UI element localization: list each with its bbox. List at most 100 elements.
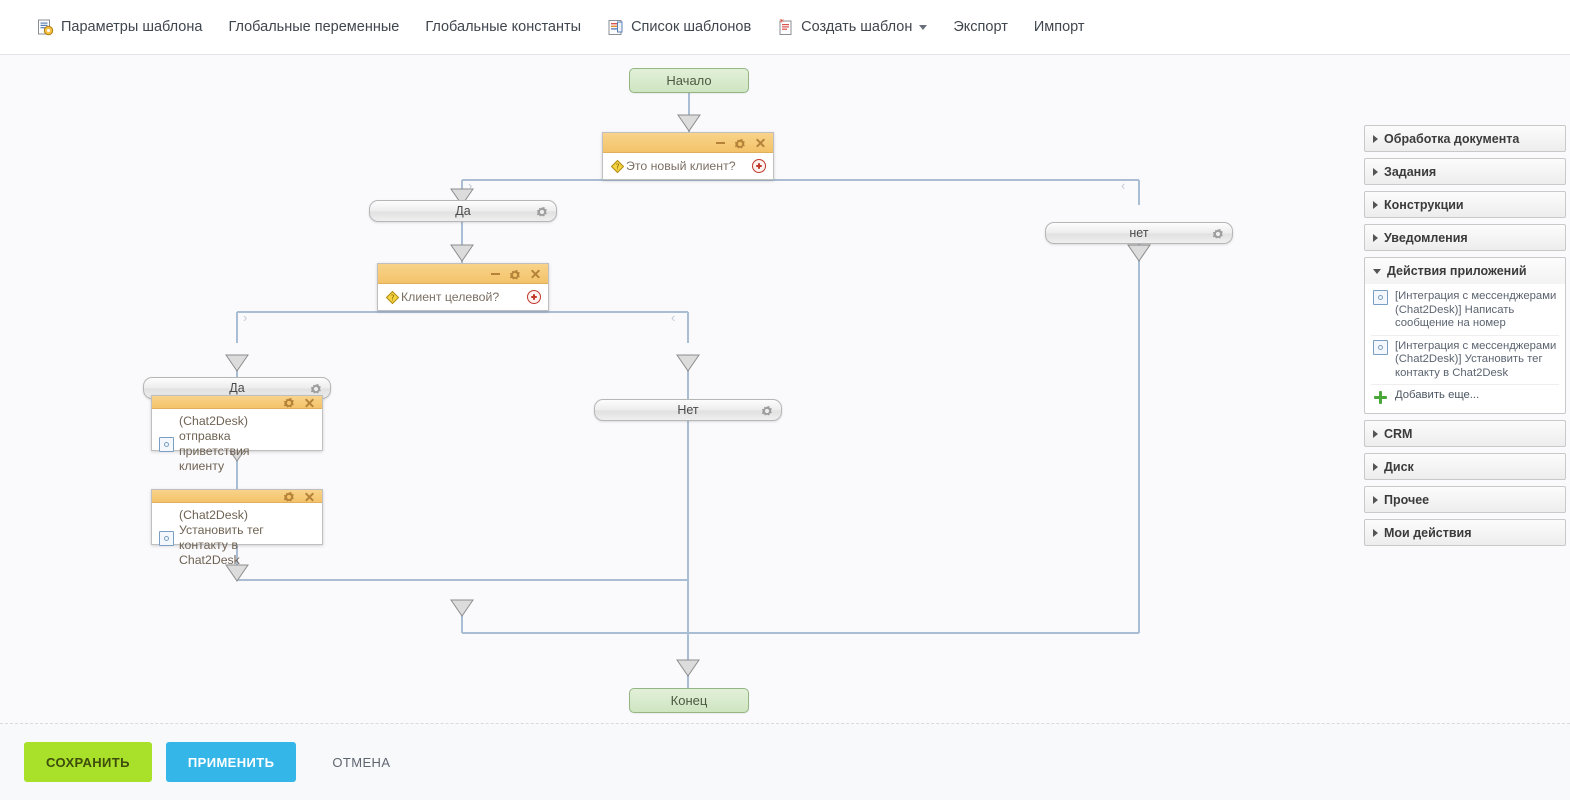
actions-sidebar: Обработка документа Задания Конструкции …	[1364, 125, 1566, 552]
chevron-right-icon	[1373, 528, 1378, 537]
sidebar-action-label: [Интеграция с мессенджерами (Chat2Desk)]…	[1395, 290, 1557, 329]
branch-no-level2[interactable]: Нет	[594, 399, 782, 421]
close-icon[interactable]	[755, 137, 766, 148]
node-body: ? Клиент целевой?	[378, 284, 548, 310]
branch-label: Нет	[677, 403, 699, 417]
branch-no-level1[interactable]: нет	[1045, 222, 1233, 244]
chevron-right-icon	[1373, 233, 1378, 242]
sidebar-group-header[interactable]: Действия приложений	[1364, 257, 1566, 284]
branch-label: Да	[229, 381, 245, 395]
footer-actions: СОХРАНИТЬ ПРИМЕНИТЬ ОТМЕНА	[0, 723, 1570, 800]
apply-button[interactable]: ПРИМЕНИТЬ	[165, 742, 297, 782]
save-button[interactable]: СОХРАНИТЬ	[24, 742, 152, 782]
document-new-icon: *	[777, 18, 794, 36]
close-icon[interactable]	[304, 397, 315, 408]
sidebar-group-app-actions: Действия приложений [Интеграция с мессен…	[1364, 257, 1566, 414]
toolbar-item-label: Экспорт	[953, 19, 1008, 35]
branch-yes-level1[interactable]: Да	[369, 200, 557, 222]
flow-canvas[interactable]: › ‹ › ‹ Начало ? Это новый клие	[0, 55, 1570, 723]
svg-text:*: *	[780, 19, 785, 28]
sidebar-group-label: Задания	[1384, 164, 1437, 179]
sidebar-group-header[interactable]: Мои действия	[1364, 519, 1566, 546]
app-action-icon	[1373, 339, 1388, 355]
plus-icon	[1373, 390, 1388, 405]
condition-icon: ?	[610, 159, 625, 174]
gear-icon[interactable]	[283, 396, 295, 408]
node-start[interactable]: Начало	[629, 68, 749, 93]
close-icon[interactable]	[530, 268, 541, 279]
sidebar-group-document-processing: Обработка документа	[1364, 125, 1566, 152]
connector-chevron-left: ‹	[1121, 178, 1126, 193]
connector-chevron-right: ›	[468, 178, 473, 193]
sidebar-group-label: Мои действия	[1384, 525, 1472, 540]
app-action-icon	[159, 436, 174, 452]
sidebar-group-header[interactable]: Задания	[1364, 158, 1566, 185]
toolbar-item-template-list[interactable]: Список шаблонов	[594, 10, 764, 44]
sidebar-group-label: CRM	[1384, 426, 1413, 441]
node-condition-target-client[interactable]: ? Клиент целевой?	[377, 263, 549, 311]
add-branch-icon[interactable]	[527, 290, 541, 304]
branch-label: нет	[1129, 226, 1149, 240]
node-action-send-greeting[interactable]: (Chat2Desk) отправка приветствия клиенту	[151, 395, 323, 473]
sidebar-group-header[interactable]: CRM	[1364, 420, 1566, 447]
sidebar-group-notifications: Уведомления	[1364, 224, 1566, 251]
gear-icon[interactable]	[734, 137, 746, 149]
toolbar-item-global-variables[interactable]: Глобальные переменные	[215, 10, 412, 44]
sidebar-group-header[interactable]: Обработка документа	[1364, 125, 1566, 152]
node-titlebar[interactable]	[603, 133, 773, 153]
node-end[interactable]: Конец	[629, 688, 749, 713]
sidebar-group-body: [Интеграция с мессенджерами (Chat2Desk)]…	[1364, 284, 1566, 414]
gear-icon[interactable]	[761, 405, 773, 420]
node-body: (Chat2Desk) Установить тег контакту в Ch…	[152, 503, 322, 573]
gear-icon[interactable]	[283, 490, 295, 502]
close-icon[interactable]	[304, 491, 315, 502]
toolbar-item-import[interactable]: Импорт	[1021, 10, 1098, 44]
condition-icon: ?	[385, 290, 400, 305]
toolbar-item-label: Глобальные переменные	[228, 19, 400, 35]
sidebar-group-header[interactable]: Конструкции	[1364, 191, 1566, 218]
gear-icon[interactable]	[310, 383, 322, 398]
minimize-icon[interactable]	[716, 141, 725, 144]
sidebar-group-crm: CRM	[1364, 420, 1566, 447]
sidebar-group-label: Действия приложений	[1387, 264, 1527, 278]
node-titlebar[interactable]	[152, 490, 322, 503]
cancel-button[interactable]: ОТМЕНА	[310, 742, 412, 782]
node-body: (Chat2Desk) отправка приветствия клиенту	[152, 409, 322, 479]
node-end-label: Конец	[670, 693, 708, 708]
sidebar-group-label: Конструкции	[1384, 197, 1464, 212]
chevron-right-icon	[1373, 495, 1378, 504]
sidebar-action-set-tag[interactable]: [Интеграция с мессенджерами (Chat2Desk)]…	[1371, 336, 1559, 385]
sidebar-group-header[interactable]: Диск	[1364, 453, 1566, 480]
toolbar-item-label: Параметры шаблона	[61, 19, 203, 35]
toolbar-item-template-params[interactable]: Параметры шаблона	[24, 10, 215, 44]
minimize-icon[interactable]	[491, 272, 500, 275]
chevron-right-icon	[1373, 167, 1378, 176]
toolbar-item-label: Импорт	[1033, 19, 1085, 35]
gear-icon[interactable]	[509, 268, 521, 280]
main-toolbar: Параметры шаблона Глобальные переменные …	[0, 0, 1570, 55]
sidebar-group-header[interactable]: Уведомления	[1364, 224, 1566, 251]
toolbar-item-global-constants[interactable]: Глобальные константы	[412, 10, 594, 44]
sidebar-group-my-actions: Мои действия	[1364, 519, 1566, 546]
sidebar-group-label: Обработка документа	[1384, 131, 1520, 146]
sidebar-action-write-message[interactable]: [Интеграция с мессенджерами (Chat2Desk)]…	[1371, 286, 1559, 336]
chevron-down-icon	[1373, 268, 1381, 274]
node-label: (Chat2Desk) Установить тег контакту в Ch…	[179, 508, 264, 567]
toolbar-item-create-template[interactable]: * Создать шаблон	[764, 10, 940, 44]
sidebar-add-more-button[interactable]: Добавить еще...	[1371, 385, 1559, 409]
node-titlebar[interactable]	[378, 264, 548, 284]
sidebar-group-other: Прочее	[1364, 486, 1566, 513]
chevron-right-icon	[1373, 134, 1378, 143]
add-branch-icon[interactable]	[752, 159, 766, 173]
node-titlebar[interactable]	[152, 396, 322, 409]
sidebar-group-tasks: Задания	[1364, 158, 1566, 185]
sidebar-group-header[interactable]: Прочее	[1364, 486, 1566, 513]
connector-chevron-right: ›	[243, 310, 248, 325]
toolbar-item-label: Глобальные константы	[425, 19, 582, 35]
app-action-icon	[159, 530, 174, 546]
node-condition-new-client[interactable]: ? Это новый клиент?	[602, 132, 774, 180]
node-action-set-tag[interactable]: (Chat2Desk) Установить тег контакту в Ch…	[151, 489, 323, 567]
toolbar-item-export[interactable]: Экспорт	[940, 10, 1020, 44]
gear-icon[interactable]	[1212, 228, 1224, 243]
gear-icon[interactable]	[536, 206, 548, 218]
